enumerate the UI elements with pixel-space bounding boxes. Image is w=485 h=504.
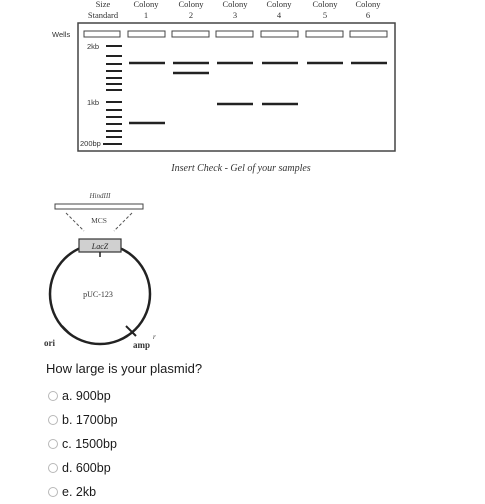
ori-marker (61, 325, 72, 336)
question-text: How large is your plasmid? (46, 361, 203, 376)
option-label: e. 2kb (62, 485, 97, 499)
lane-header-colony5-2: 5 (323, 10, 327, 20)
well (349, 30, 388, 38)
lane-header-colony2-1: Colony (178, 0, 204, 9)
option-b[interactable]: b. 1700bp (48, 408, 118, 432)
option-label: c. 1500bp (62, 437, 117, 451)
lacz-label: LacZ (91, 242, 109, 251)
radio-button[interactable] (48, 487, 58, 497)
amp-label: amp (133, 340, 150, 350)
figure: Size Standard Colony 1 Colony 2 Colony 3… (44, 0, 396, 350)
well (171, 30, 210, 38)
enzyme-label: HindIII (89, 192, 112, 200)
lane-header-colony4-2: 4 (277, 10, 282, 20)
well (215, 30, 254, 38)
well (305, 30, 344, 38)
lane-header-colony6-1: Colony (355, 0, 381, 9)
lane-header-colony4-1: Colony (266, 0, 292, 9)
well (127, 30, 166, 38)
lane-header-colony3-1: Colony (222, 0, 248, 9)
marker-label-200bp: 200bp (80, 139, 101, 148)
well (83, 30, 121, 38)
mcs-label: MCS (91, 216, 107, 225)
lane-header-colony2-2: 2 (189, 10, 193, 20)
radio-button[interactable] (48, 391, 58, 401)
option-a[interactable]: a. 900bp (48, 384, 118, 408)
ori-label: ori (44, 338, 55, 348)
lane-header-colony3-2: 3 (233, 10, 237, 20)
wells-label: Wells (52, 30, 70, 39)
mcs-dash-line (65, 212, 85, 232)
amp-marker (125, 325, 137, 337)
sample-bands (129, 61, 387, 125)
lane-header-colony1-1: Colony (133, 0, 159, 9)
marker-label-2kb: 2kb (87, 42, 99, 51)
amp-superscript: r (153, 333, 156, 341)
option-e[interactable]: e. 2kb (48, 480, 118, 504)
lane-header-standard-1: Size (96, 0, 111, 9)
option-d[interactable]: d. 600bp (48, 456, 118, 480)
radio-button[interactable] (48, 463, 58, 473)
marker-label-1kb: 1kb (87, 98, 99, 107)
radio-button[interactable] (48, 415, 58, 425)
lane-header-standard-2: Standard (88, 10, 119, 20)
well (260, 30, 299, 38)
mcs-bar (54, 203, 144, 210)
option-c[interactable]: c. 1500bp (48, 432, 118, 456)
gel-caption: Insert Check - Gel of your samples (170, 163, 311, 174)
gel-box (77, 22, 396, 152)
mcs-dash-line (113, 212, 133, 232)
ladder-bands (103, 45, 122, 145)
lane-header-colony1-2: 1 (144, 10, 148, 20)
radio-button[interactable] (48, 439, 58, 449)
option-label: b. 1700bp (62, 413, 118, 427)
wells (83, 30, 388, 38)
lane-header-colony6-2: 6 (366, 10, 370, 20)
lane-header-colony5-1: Colony (312, 0, 338, 9)
option-label: a. 900bp (62, 389, 111, 403)
plasmid-name: pUC-123 (83, 290, 113, 299)
answer-options: a. 900bp b. 1700bp c. 1500bp d. 600bp e.… (48, 384, 118, 504)
option-label: d. 600bp (62, 461, 111, 475)
